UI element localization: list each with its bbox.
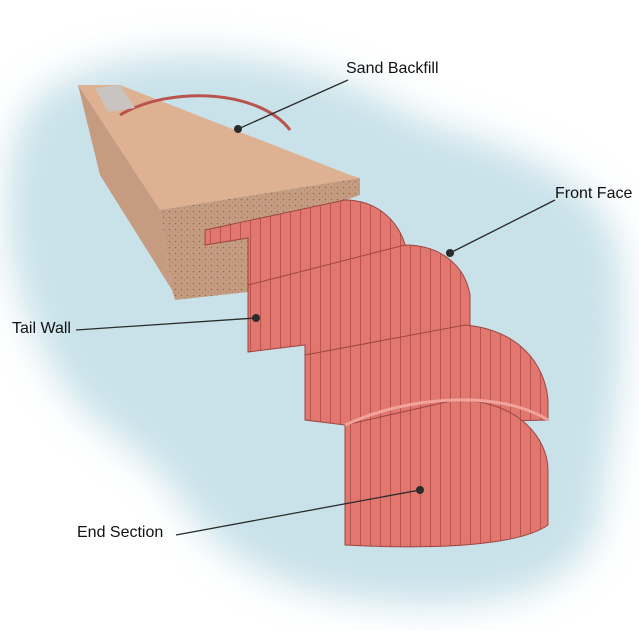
label-tail-wall: Tail Wall [12, 320, 71, 338]
label-end-section: End Section [77, 524, 163, 542]
end-section-wall [345, 400, 548, 547]
label-sand-backfill: Sand Backfill [346, 60, 439, 78]
label-front-face: Front Face [555, 185, 632, 203]
